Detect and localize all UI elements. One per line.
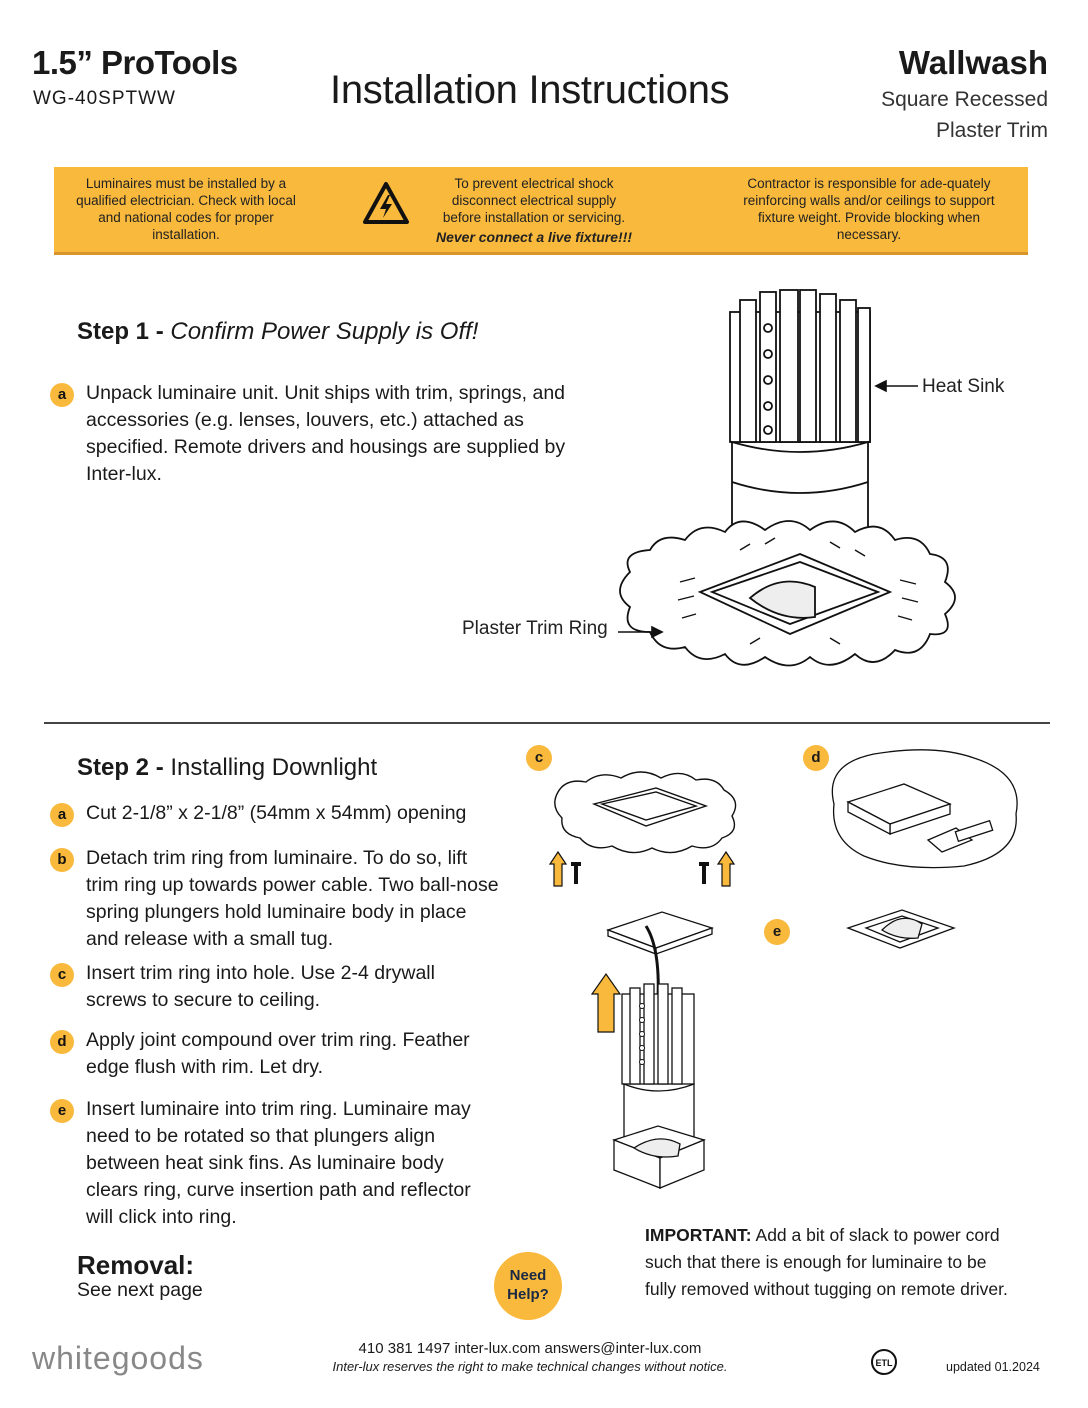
- item-text: Insert trim ring into hole. Use 2-4 dryw…: [86, 962, 435, 1011]
- step-1-heading: Step 1 - Confirm Power Supply is Off!: [77, 318, 478, 346]
- etl-certification-icon: ETL: [871, 1349, 897, 1375]
- trim-subtitle-line-1: Square Recessed: [881, 88, 1048, 111]
- luminaire-illustration: [618, 289, 956, 667]
- banner-shock-text: To prevent electrical shock disconnect e…: [442, 176, 626, 225]
- need-help-line-1: Need: [509, 1267, 547, 1284]
- electrical-hazard-icon: [363, 182, 409, 224]
- banner-electrician-note: Luminaires must be installed by a qualif…: [76, 176, 296, 242]
- trim-type-title: Wallwash: [898, 44, 1048, 81]
- removal-text: See next page: [77, 1279, 203, 1301]
- updated-date: updated 01.2024: [946, 1360, 1040, 1374]
- item-badge: c: [50, 963, 74, 987]
- step-2-heading: Step 2 - Installing Downlight: [77, 754, 377, 782]
- section-divider: [44, 722, 1050, 724]
- item-badge: b: [50, 848, 74, 872]
- figure-badge-c: c: [526, 745, 552, 771]
- step-2-item-a: a Cut 2-1/8” x 2-1/8” (54mm x 54mm) open…: [50, 800, 570, 827]
- document-title: Installation Instructions: [330, 68, 730, 112]
- etl-mark-text: ETL: [876, 1358, 894, 1368]
- step-1-label: Step 1 -: [77, 318, 164, 345]
- need-help-line-2: Help?: [507, 1286, 549, 1303]
- banner-live-fixture-warning: Never connect a live fixture!!!: [435, 229, 633, 245]
- step-2-item-d: d Apply joint compound over trim ring. F…: [50, 1027, 470, 1081]
- figure-d-joint-compound: [831, 749, 1018, 869]
- item-text: Unpack luminaire unit. Unit ships with t…: [86, 382, 566, 485]
- warning-banner: Luminaires must be installed by a qualif…: [54, 167, 1028, 255]
- figure-e-installed-luminaire: [846, 909, 956, 949]
- important-text: Add a bit of slack to power cord such th…: [645, 1225, 1008, 1299]
- need-help-badge[interactable]: Need Help?: [494, 1252, 562, 1320]
- item-badge: a: [50, 803, 74, 827]
- disclaimer-text: Inter-lux reserves the right to make tec…: [332, 1359, 728, 1374]
- banner-contractor-note: Contractor is responsible for ade-quatel…: [743, 176, 995, 242]
- step-2-item-b: b Detach trim ring from luminaire. To do…: [50, 845, 500, 953]
- figure-badge-e: e: [764, 919, 790, 945]
- important-note: IMPORTANT: Add a bit of slack to power c…: [645, 1222, 1015, 1303]
- removal-heading: Removal:: [77, 1250, 195, 1280]
- trim-type-subtitle: Square Recessed Plaster Trim: [881, 84, 1048, 146]
- banner-shock-note: To prevent electrical shock disconnect e…: [434, 175, 634, 246]
- item-text: Cut 2-1/8” x 2-1/8” (54mm x 54mm) openin…: [86, 802, 467, 824]
- step-2-title: Installing Downlight: [170, 754, 378, 781]
- step-1-item-a: a Unpack luminaire unit. Unit ships with…: [50, 380, 570, 488]
- figure-c-trim-ring-screws: [548, 771, 737, 887]
- figure-badge-d: d: [803, 745, 829, 771]
- step-2-label: Step 2 -: [77, 754, 164, 781]
- step-2-item-c: c Insert trim ring into hole. Use 2-4 dr…: [50, 960, 450, 1014]
- heat-sink-callout: Heat Sink: [922, 376, 1005, 397]
- item-badge: d: [50, 1030, 74, 1054]
- brand-logo: whitegoods: [32, 1340, 204, 1376]
- contact-info: 410 381 1497 inter-lux.com answers@inter…: [358, 1340, 702, 1357]
- product-title: 1.5” ProTools: [32, 44, 238, 81]
- trim-ring-callout: Plaster Trim Ring: [462, 618, 608, 639]
- important-label: IMPORTANT:: [645, 1225, 752, 1245]
- figure-luminaire-insertion: [590, 911, 715, 1189]
- item-text: Apply joint compound over trim ring. Fea…: [86, 1029, 470, 1078]
- step-1-title: Confirm Power Supply is Off!: [170, 318, 479, 345]
- product-code: WG-40SPTWW: [33, 88, 176, 109]
- item-text: Detach trim ring from luminaire. To do s…: [86, 847, 499, 950]
- step-2-item-e: e Insert luminaire into trim ring. Lumin…: [50, 1096, 490, 1231]
- item-badge: e: [50, 1099, 74, 1123]
- item-badge: a: [50, 383, 74, 407]
- trim-subtitle-line-2: Plaster Trim: [935, 119, 1048, 142]
- item-text: Insert luminaire into trim ring. Luminai…: [86, 1098, 471, 1228]
